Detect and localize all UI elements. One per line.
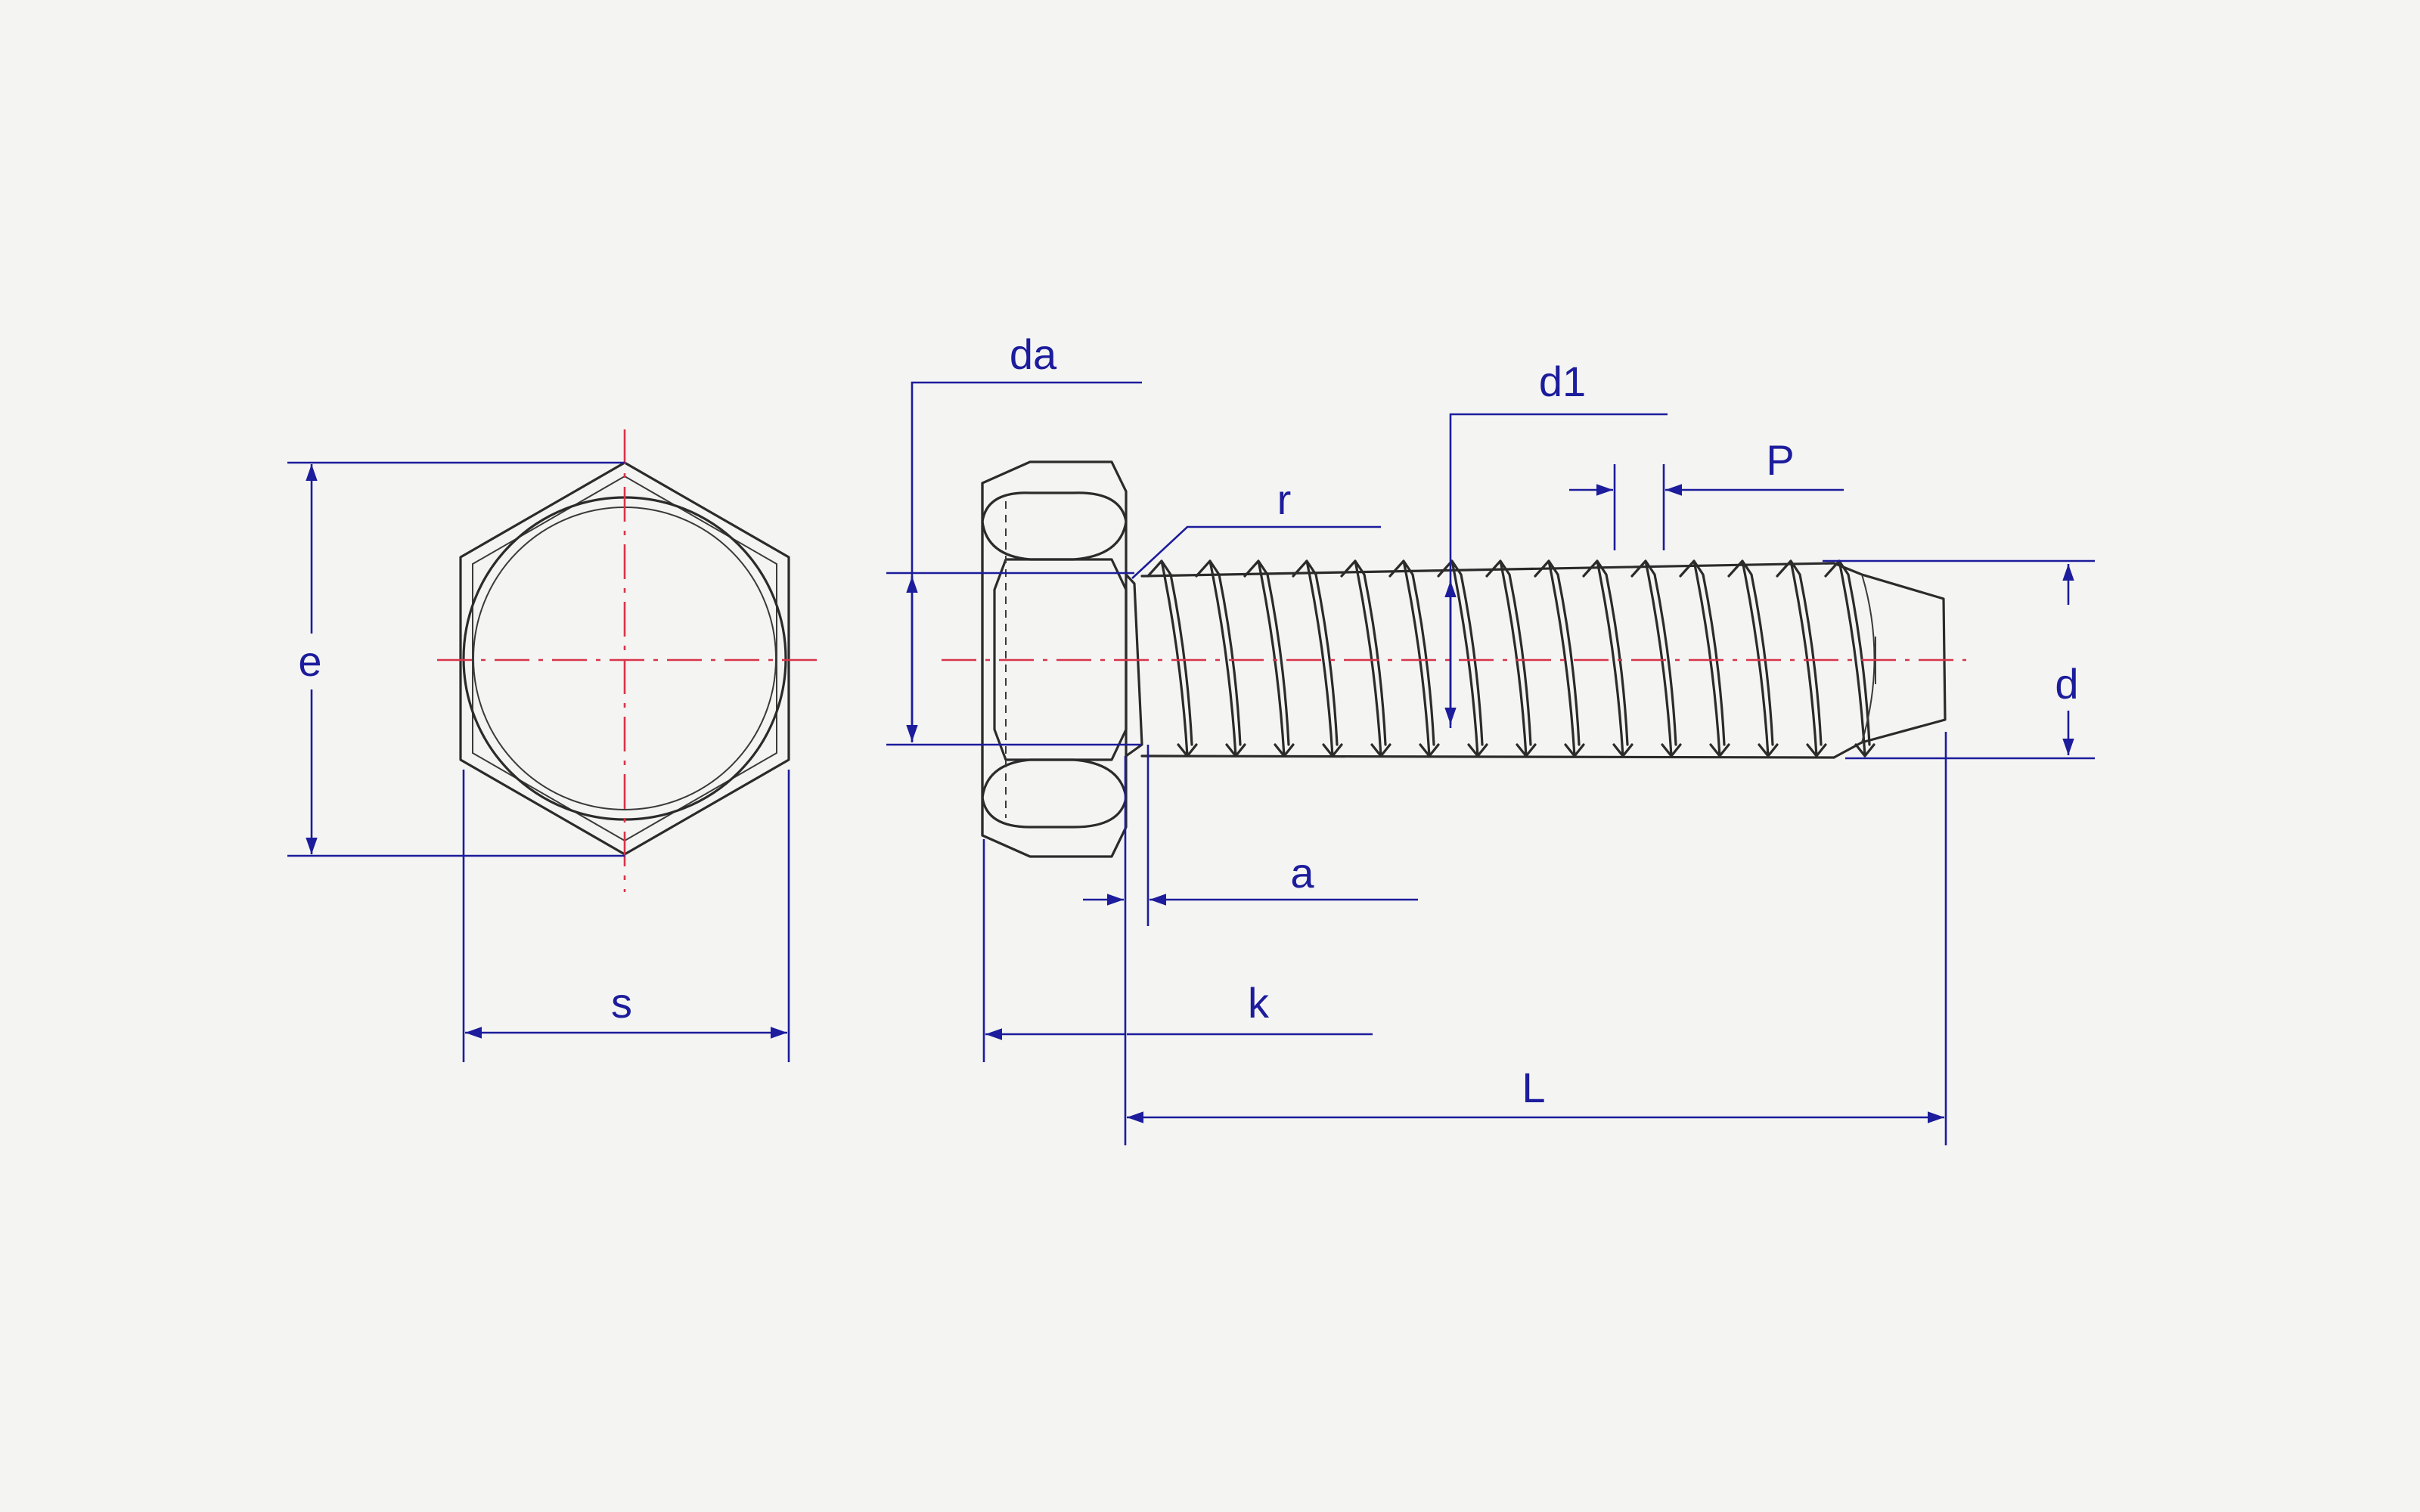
label-d1: d1: [1539, 358, 1586, 405]
label-L: L: [1522, 1064, 1545, 1111]
label-s: s: [611, 979, 632, 1027]
label-e: e: [298, 637, 321, 685]
washer-face: [1125, 573, 1143, 758]
dimension-k: k: [982, 839, 1373, 1062]
label-P: P: [1766, 436, 1794, 484]
dimension-da: da: [886, 330, 1142, 746]
thread-body: [1146, 559, 1876, 758]
dimension-r: r: [1131, 476, 1381, 579]
label-k: k: [1248, 979, 1270, 1027]
dimension-d1: d1: [1444, 358, 1668, 728]
head-upper-flat: [981, 491, 1128, 561]
head-lower-flat: [981, 758, 1128, 829]
label-r: r: [1277, 476, 1292, 523]
label-da: da: [1010, 330, 1057, 378]
head-middle-flat: [993, 558, 1128, 761]
screw-side-view: [942, 460, 1966, 858]
label-a: a: [1290, 849, 1314, 897]
dimension-e: e: [287, 461, 625, 857]
dimension-s: s: [462, 770, 790, 1062]
hex-head-end-view: [437, 429, 824, 892]
dimension-d: d: [1823, 559, 2095, 760]
label-d: d: [2055, 660, 2078, 708]
dimension-P: P: [1569, 436, 1844, 550]
dimension-L: L: [1124, 732, 1947, 1145]
dimension-a: a: [1083, 745, 1418, 1062]
